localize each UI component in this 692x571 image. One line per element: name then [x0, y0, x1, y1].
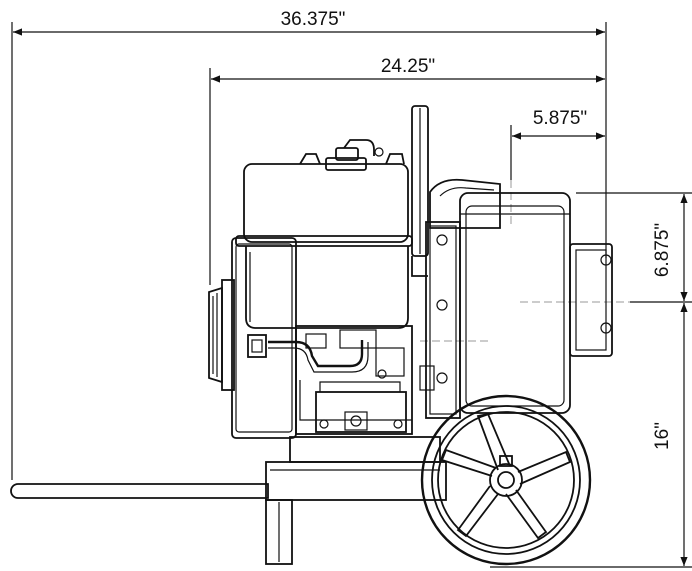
pump-housing [459, 192, 571, 414]
engine-crankcase [295, 325, 413, 435]
wheel [420, 394, 592, 566]
pump-volute-back [429, 178, 501, 229]
outlet-height-dimension: 6.875" [576, 192, 692, 303]
fuel-cap [299, 139, 405, 171]
cart-frame [265, 436, 447, 565]
pump-length-label: 24.25" [381, 56, 435, 77]
center-lines [420, 180, 630, 342]
cart-handle [10, 483, 269, 499]
pump-length-dimension: 24.25" [209, 56, 605, 285]
fuel-tank [235, 163, 413, 329]
wheel-spokes [440, 412, 572, 540]
overall-length-dimension: 36.375" [11, 9, 607, 480]
discharge-flange [569, 243, 613, 357]
outlet-height-label: 6.875" [652, 223, 673, 277]
overall-height-label: 16" [652, 422, 673, 450]
engine-block [231, 237, 297, 439]
exhaust-pipe [411, 105, 429, 277]
overall-length-label: 36.375" [281, 9, 346, 30]
outlet-offset-dimension: 5.875" [510, 108, 605, 180]
outlet-offset-label: 5.875" [533, 108, 587, 129]
overall-height-dimension: 16" [490, 303, 692, 568]
fuel-line [268, 329, 405, 379]
pump-adapter [419, 221, 461, 419]
engine-pulley [208, 279, 235, 391]
